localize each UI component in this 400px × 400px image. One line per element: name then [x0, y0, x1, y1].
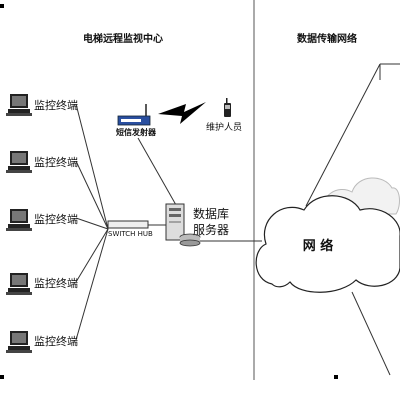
maintainer-label: 维护人员	[206, 121, 242, 133]
terminal-link	[75, 103, 109, 230]
hub-label: SWITCH HUB	[108, 230, 153, 238]
corner-mark	[0, 4, 4, 8]
network-uplink	[305, 63, 381, 207]
network-downlink	[351, 291, 391, 376]
sms-server-link	[137, 137, 177, 206]
mobile-phone-icon	[224, 98, 231, 117]
terminal	[6, 209, 32, 231]
terminal	[6, 331, 32, 353]
terminal-link	[75, 228, 109, 283]
terminal-label: 监控终端	[34, 334, 78, 348]
server-label-line2: 服务器	[193, 222, 229, 237]
network-cloud-icon	[255, 195, 400, 293]
corner-mark	[0, 375, 4, 379]
switch-hub-icon	[107, 220, 149, 229]
sms-transmitter-label: 短信发射器	[116, 127, 157, 137]
terminal-link	[75, 160, 109, 230]
database-server-icon	[165, 203, 201, 247]
server-label-line1: 数据库	[193, 206, 229, 221]
sms-transmitter-icon	[117, 104, 151, 126]
terminal	[6, 273, 32, 295]
left-section-title: 电梯远程监视中心	[83, 32, 163, 45]
terminal-link	[75, 217, 109, 230]
terminal-label: 监控终端	[34, 98, 78, 112]
corner-mark	[334, 375, 338, 379]
terminal-label: 监控终端	[34, 276, 78, 290]
terminal-links	[75, 103, 109, 341]
terminal-label: 监控终端	[34, 212, 78, 226]
network-label: 网 络	[303, 238, 334, 254]
wireless-signal-icon	[158, 102, 206, 124]
terminal	[6, 151, 32, 173]
terminal	[6, 94, 32, 116]
terminal-label: 监控终端	[34, 155, 78, 169]
terminal-link	[75, 228, 109, 341]
right-section-title: 数据传输网络	[297, 32, 357, 45]
